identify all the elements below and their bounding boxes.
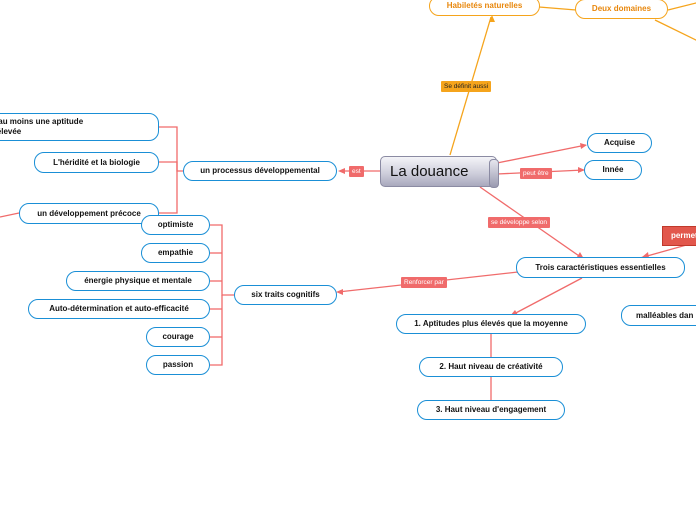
- node-heredite-biologie[interactable]: L'héridité et la biologie: [34, 152, 159, 173]
- central-topic[interactable]: La douance: [380, 156, 499, 188]
- empathie-label: empathie: [157, 248, 194, 257]
- node-haut-niveau-engagement[interactable]: 3. Haut niveau d'engagement: [417, 400, 565, 420]
- node-presence-aptitude[interactable]: ence d'au moins une aptitude ement élevé…: [0, 113, 159, 141]
- courage-label: courage: [162, 332, 194, 341]
- node-deux-domaines[interactable]: Deux domaines: [575, 0, 668, 19]
- arrowhead-est: [338, 168, 345, 174]
- presence-line-2: ement élevée: [0, 127, 22, 136]
- developpement-precoce-label: un développement précoce: [37, 208, 141, 218]
- node-passion[interactable]: passion: [146, 355, 210, 375]
- node-haut-niveau-creativite[interactable]: 2. Haut niveau de créativité: [419, 357, 563, 377]
- link-label-est[interactable]: est: [349, 166, 364, 177]
- edge-processus-heredite: [159, 161, 178, 171]
- permet-label: permet: [671, 231, 696, 240]
- node-trois-caracteristiques[interactable]: Trois caractéristiques essentielles: [516, 257, 685, 278]
- edge-developpement-left: [0, 212, 20, 218]
- edge-processus-presence: [159, 126, 183, 172]
- node-optimiste[interactable]: optimiste: [141, 215, 210, 235]
- node-innee[interactable]: Innée: [584, 160, 642, 180]
- aptitudes-label: 1. Aptitudes plus élevés que la moyenne: [414, 319, 568, 328]
- edge-processus-developpement: [159, 171, 178, 214]
- presence-line-1: ence d'au moins une aptitude: [0, 117, 84, 126]
- energie-label: énergie physique et mentale: [84, 276, 192, 285]
- node-six-traits-cognitifs[interactable]: six traits cognitifs: [234, 285, 337, 305]
- autodetermination-label: Auto-détermination et auto-efficacité: [49, 304, 189, 313]
- edge-six-passion: [210, 295, 223, 366]
- link-label-peut-etre[interactable]: peut être: [520, 168, 552, 179]
- arrowhead-se-definit: [489, 15, 495, 22]
- node-courage[interactable]: courage: [146, 327, 210, 347]
- link-label-se-definit-aussi[interactable]: Se définit aussi: [441, 81, 492, 92]
- edge-six-optimiste: [210, 224, 234, 296]
- creativite-label: 2. Haut niveau de créativité: [439, 362, 543, 371]
- edge-trois-aptitudes: [511, 277, 583, 316]
- edge-habiletes-deux-domaines: [538, 6, 577, 11]
- arrowhead-innee: [578, 167, 585, 173]
- edge-deux-domaines-offscreen: [667, 2, 696, 11]
- acquise-label: Acquise: [603, 138, 636, 147]
- node-permet[interactable]: permet: [662, 226, 696, 246]
- innee-label: Innée: [602, 165, 624, 174]
- deux-domaines-label: Deux domaines: [591, 4, 652, 13]
- passion-label: passion: [162, 360, 194, 369]
- heredite-label: L'héridité et la biologie: [53, 157, 140, 167]
- node-acquise[interactable]: Acquise: [587, 133, 652, 153]
- habiletes-label: Habiletés naturelles: [446, 1, 523, 10]
- optimiste-label: optimiste: [157, 220, 194, 229]
- malleables-label: malléables dan: [636, 310, 694, 320]
- node-energie-physique-mentale[interactable]: énergie physique et mentale: [66, 271, 210, 291]
- node-habiletes-naturelles[interactable]: Habiletés naturelles: [429, 0, 540, 16]
- arrowhead-permet: [642, 252, 649, 258]
- six-traits-label: six traits cognitifs: [251, 290, 320, 299]
- node-developpement-precoce[interactable]: un développement précoce: [19, 203, 159, 224]
- node-auto-determination[interactable]: Auto-détermination et auto-efficacité: [28, 299, 210, 319]
- node-malleables[interactable]: malléables dan: [621, 305, 696, 326]
- edge-central-acquise: [496, 144, 587, 164]
- arrowhead-acquise: [580, 143, 587, 149]
- trois-caracteristiques-label: Trois caractéristiques essentielles: [535, 262, 666, 272]
- node-empathie[interactable]: empathie: [141, 243, 210, 263]
- link-label-se-developpe-selon[interactable]: se développe selon: [488, 217, 551, 228]
- processus-label: un processus développemental: [200, 166, 320, 175]
- central-title: La douance: [390, 163, 469, 180]
- link-label-renforcer-par[interactable]: Renforcer par: [401, 277, 447, 288]
- engagement-label: 3. Haut niveau d'engagement: [435, 405, 547, 414]
- presence-text: ence d'au moins une aptitude ement élevé…: [0, 117, 132, 137]
- node-aptitudes-elevees[interactable]: 1. Aptitudes plus élevés que la moyenne: [396, 314, 586, 334]
- arrowhead-six-traits: [336, 289, 343, 295]
- node-processus-developpemental[interactable]: un processus développemental: [183, 161, 337, 181]
- edge-deux-domaines-offscreen-2: [654, 19, 696, 41]
